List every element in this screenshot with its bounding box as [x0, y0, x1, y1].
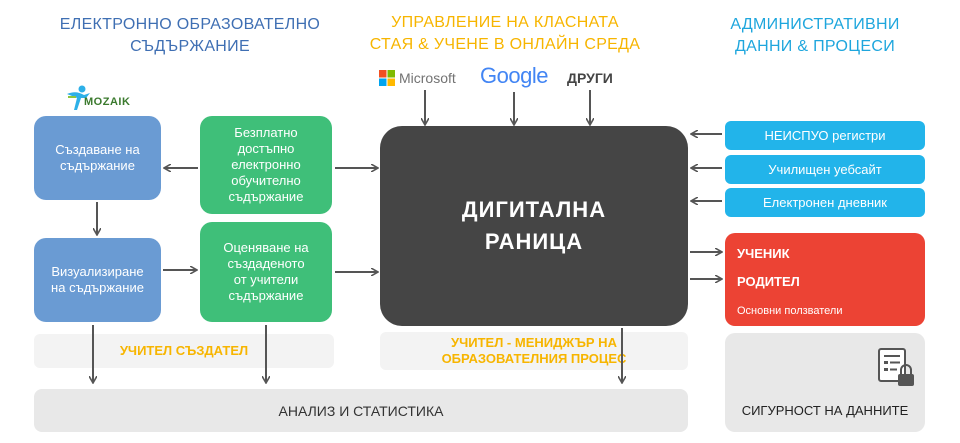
digital-backpack-line2: РАНИЦА: [484, 229, 584, 254]
admin-item-neispuo: НЕИСПУО регистри: [725, 121, 925, 150]
security-box: СИГУРНОСТ НА ДАННИТЕ: [725, 333, 925, 432]
free-content-line2: достъпно: [237, 141, 295, 156]
free-content-box: Безплатно достъпно електронно обучително…: [200, 116, 332, 214]
free-content-line3: електронно: [231, 157, 301, 172]
digital-backpack-box: ДИГИТАЛНА РАНИЦА: [380, 126, 688, 326]
header-admin: АДМИНИСТРАТИВНИ ДАННИ & ПРОЦЕСИ: [700, 14, 930, 58]
create-content-line2: съдържание: [60, 158, 135, 173]
user-student-label: УЧЕНИК: [737, 246, 790, 261]
header-content: ЕЛЕКТРОННО ОБРАЗОВАТЕЛНО СЪДЪРЖАНИЕ: [40, 14, 340, 58]
analytics-label: АНАЛИЗ И СТАТИСТИКА: [278, 402, 444, 419]
create-content-box: Създаване на съдържание: [34, 116, 161, 200]
visualize-content-line2: на съдържание: [51, 280, 144, 295]
mozaik-logo-text: MOZAIK: [84, 96, 131, 108]
teacher-manager-line1: УЧИТЕЛ - МЕНИДЖЪР НА: [451, 335, 617, 350]
visualize-content-box: Визуализиране на съдържание: [34, 238, 161, 322]
header-classroom-line1: УПРАВЛЕНИЕ НА КЛАСНАТА: [391, 14, 619, 31]
header-admin-line1: АДМИНИСТРАТИВНИ: [730, 16, 900, 33]
microsoft-windows-icon: [379, 70, 395, 86]
user-parent-label: РОДИТЕЛ: [737, 274, 800, 289]
free-content-line4: обучително: [231, 173, 301, 188]
users-caption: Основни ползватели: [737, 305, 843, 317]
mozaik-logo: MOZAIK: [64, 84, 144, 114]
assess-content-line4: съдържание: [228, 288, 304, 303]
create-content-line1: Създаване на: [55, 142, 140, 157]
users-box: УЧЕНИК РОДИТЕЛ Основни ползватели: [725, 233, 925, 326]
other-vendors-label: ДРУГИ: [567, 70, 613, 86]
document-lock-icon: [878, 348, 914, 386]
microsoft-label: Microsoft: [399, 70, 456, 86]
mozaik-figure-icon: [67, 85, 90, 110]
header-classroom-line2: СТАЯ & УЧЕНЕ В ОНЛАЙН СРЕДА: [369, 36, 641, 53]
admin-item-e-diary: Електронен дневник: [725, 188, 925, 217]
header-content-line2: СЪДЪРЖАНИЕ: [130, 38, 250, 55]
assess-content-line3: от учители: [233, 272, 299, 287]
free-content-line5: съдържание: [228, 189, 304, 204]
google-logo: Google: [480, 63, 552, 91]
digital-backpack-line1: ДИГИТАЛНА: [461, 197, 607, 222]
microsoft-logo: Microsoft: [379, 68, 469, 88]
visualize-content-line1: Визуализиране: [51, 264, 144, 279]
assess-content-line2: създаденото: [227, 256, 305, 271]
header-classroom: УПРАВЛЕНИЕ НА КЛАСНАТА СТАЯ & УЧЕНЕ В ОН…: [340, 12, 670, 56]
teacher-manager-line2: ОБРАЗОВАТЕЛНИЯ ПРОЦЕС: [441, 351, 627, 366]
teacher-manager-bar: УЧИТЕЛ - МЕНИДЖЪР НА ОБРАЗОВАТЕЛНИЯ ПРОЦ…: [380, 332, 688, 370]
admin-item-school-website: Училищен уебсайт: [725, 155, 925, 184]
google-label: Google: [480, 63, 548, 88]
teacher-creator-label: УЧИТЕЛ СЪЗДАТЕЛ: [119, 343, 249, 358]
teacher-creator-bar: УЧИТЕЛ СЪЗДАТЕЛ: [34, 334, 334, 368]
free-content-line1: Безплатно: [234, 125, 298, 140]
security-label: СИГУРНОСТ НА ДАННИТЕ: [741, 403, 909, 418]
header-admin-line2: ДАННИ & ПРОЦЕСИ: [734, 38, 895, 55]
assess-content-box: Оценяване на създаденото от учители съдъ…: [200, 222, 332, 322]
assess-content-line1: Оценяване на: [223, 240, 309, 255]
header-content-line1: ЕЛЕКТРОННО ОБРАЗОВАТЕЛНО: [59, 16, 321, 33]
analytics-bar: АНАЛИЗ И СТАТИСТИКА: [34, 389, 688, 432]
